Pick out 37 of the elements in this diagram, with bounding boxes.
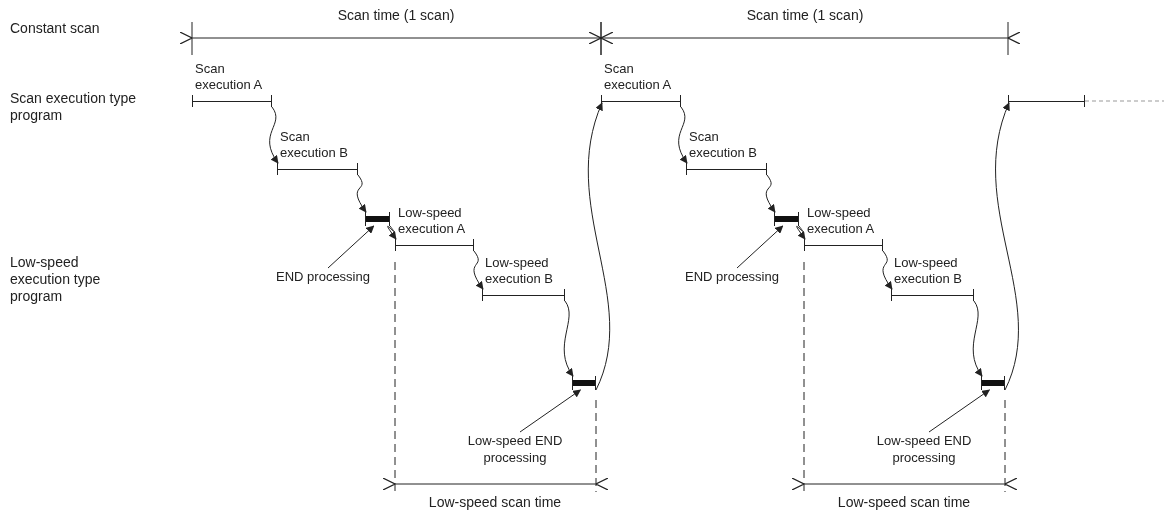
arrow — [473, 250, 484, 290]
dimension-label: Scan time (1 scan) — [745, 7, 865, 24]
arrow — [269, 106, 279, 164]
arrow — [356, 174, 367, 213]
row-label: Constant scan — [10, 20, 100, 37]
annotation-text: END processing — [268, 268, 378, 285]
annotation-text: Low-speed END processing — [849, 432, 999, 466]
segment-label: Scan execution B — [280, 129, 349, 161]
row-label: Scan execution type program — [10, 90, 138, 124]
arrow — [765, 174, 776, 213]
dimension-label: Scan time (1 scan) — [336, 7, 456, 24]
arrow — [387, 225, 397, 240]
arrow — [995, 102, 1019, 391]
leader-line — [519, 389, 582, 433]
leader-line — [327, 225, 375, 269]
leader-line — [928, 389, 991, 433]
arrow — [563, 300, 574, 377]
arrow — [972, 300, 983, 377]
segment-label: Low-speed execution B — [485, 255, 554, 287]
segment-label: Low-speed execution B — [894, 255, 963, 287]
dimension-label: Low-speed scan time — [836, 494, 972, 511]
arrow — [678, 106, 688, 164]
annotation-text: Low-speed END processing — [440, 432, 590, 466]
leader-line — [736, 225, 784, 269]
arrow — [796, 225, 806, 240]
segment-label: Low-speed execution A — [807, 205, 876, 237]
processing-bar — [774, 212, 799, 226]
segment-label: Scan execution A — [195, 61, 264, 93]
row-label: Low-speed execution type program — [10, 254, 102, 305]
segment-label: Low-speed execution A — [398, 205, 467, 237]
segment-label: Scan execution A — [604, 61, 673, 93]
annotation-text: END processing — [677, 268, 787, 285]
dimension-label: Low-speed scan time — [427, 494, 563, 511]
arrow — [587, 102, 611, 391]
segment-label: Scan execution B — [689, 129, 758, 161]
processing-bar — [365, 212, 390, 226]
arrow — [882, 250, 893, 290]
